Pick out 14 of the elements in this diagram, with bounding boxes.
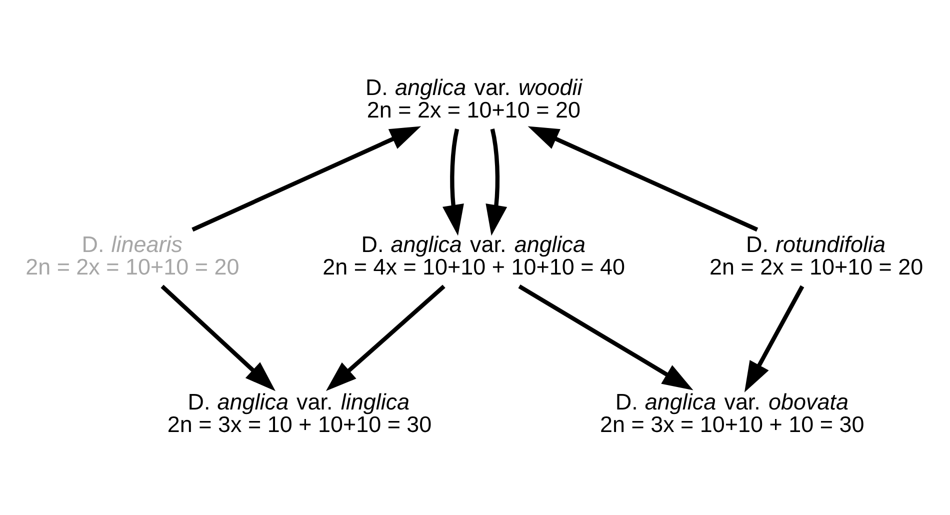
arrow	[192, 126, 422, 232]
node-text: D. rotundifolia 2n = 2x = 10+10 = 20	[710, 232, 924, 280]
arrow	[518, 284, 694, 390]
node-text: D. anglica var. obovata 2n = 3x = 10+10 + 10 = 30	[600, 388, 864, 436]
arrow	[528, 126, 758, 232]
node-text: D. anglica var. anglica 2n = 4x = 10+10 + 10+10 = 40	[322, 232, 625, 280]
arrow	[160, 284, 276, 391]
arrow	[442, 128, 464, 236]
node-text: D. linearis 2n = 2x = 10+10 = 20	[26, 232, 240, 280]
arrow	[486, 128, 508, 236]
node-text: D. anglica var. linglica 2n = 3x = 10 + 10+10 = 30	[167, 388, 432, 436]
arrow	[326, 284, 446, 390]
node-text: D. anglica var. woodii 2n = 2x = 10+10 = 20	[365, 74, 582, 122]
arrow	[744, 284, 804, 392]
